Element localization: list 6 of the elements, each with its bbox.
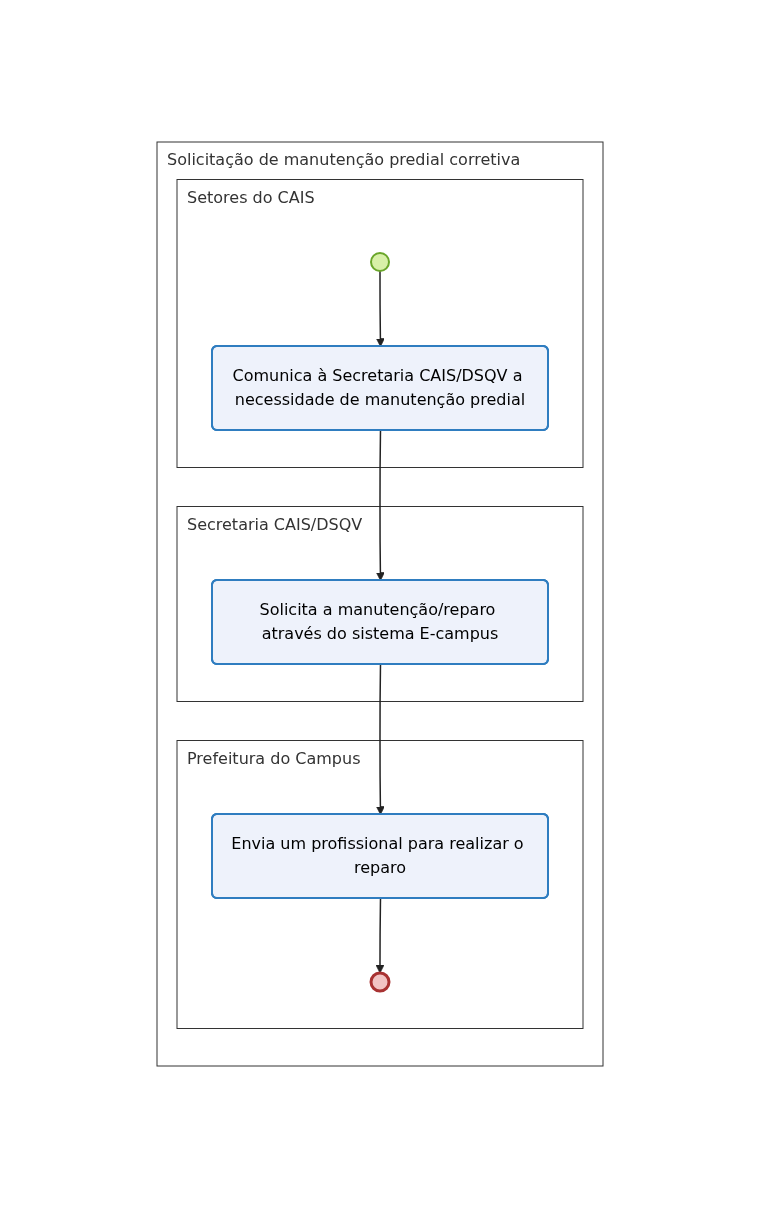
node-circle bbox=[369, 251, 390, 272]
node-circle bbox=[369, 971, 390, 992]
arrow bbox=[375, 429, 385, 581]
arrow bbox=[375, 897, 384, 973]
arrow bbox=[375, 663, 385, 815]
arrow bbox=[375, 269, 385, 347]
